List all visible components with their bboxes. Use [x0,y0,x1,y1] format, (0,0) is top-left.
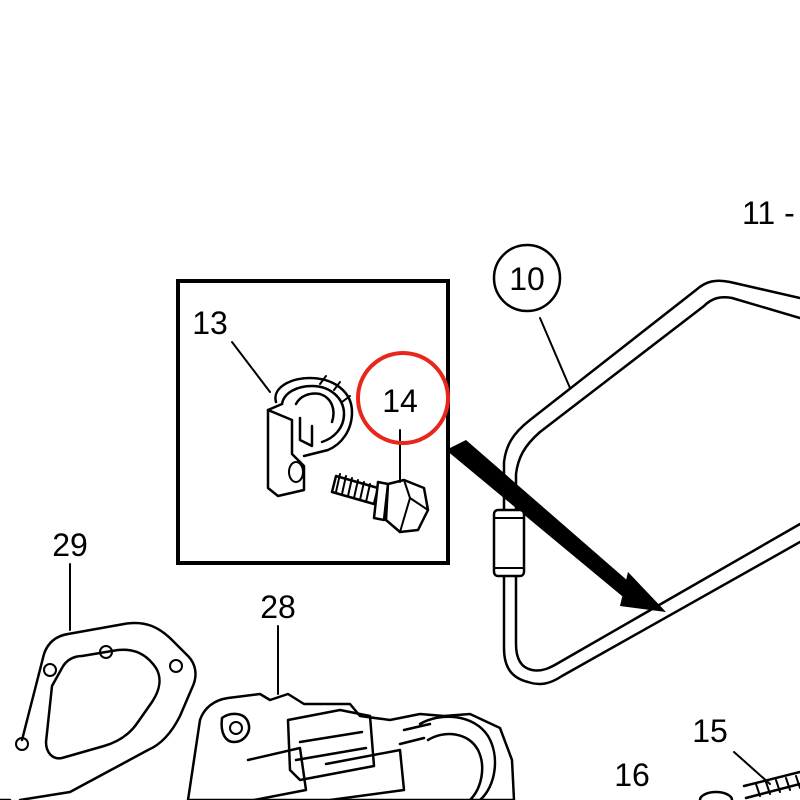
pipe-clamp-13[interactable] [266,375,354,498]
detail-pointer-arrow [446,440,666,612]
callout-label-28: 28 [260,589,296,625]
housing-28[interactable] [186,692,516,800]
callout-ring-10 [492,243,562,313]
flange-bolt-14[interactable] [330,473,430,534]
callout-label-14: 14 [382,383,418,419]
callout-label-16: 16 [614,757,650,793]
highlight-circle-14[interactable] [356,351,450,445]
detail-inset-frame [176,279,450,565]
gasket-29[interactable] [0,621,197,800]
callout-label-13: 13 [192,305,228,341]
leader-15 [733,751,771,785]
bolt-15[interactable] [742,770,800,800]
callout-label-29: 29 [52,527,88,563]
callout-label-10: 10 [509,261,545,297]
callout-label-11: 11 - [742,195,795,231]
washer-16[interactable] [698,790,734,800]
leader-13 [231,341,271,393]
callout-label-15: 15 [692,713,728,749]
fuel-pipe-10[interactable] [492,279,800,686]
leader-10 [539,317,571,389]
